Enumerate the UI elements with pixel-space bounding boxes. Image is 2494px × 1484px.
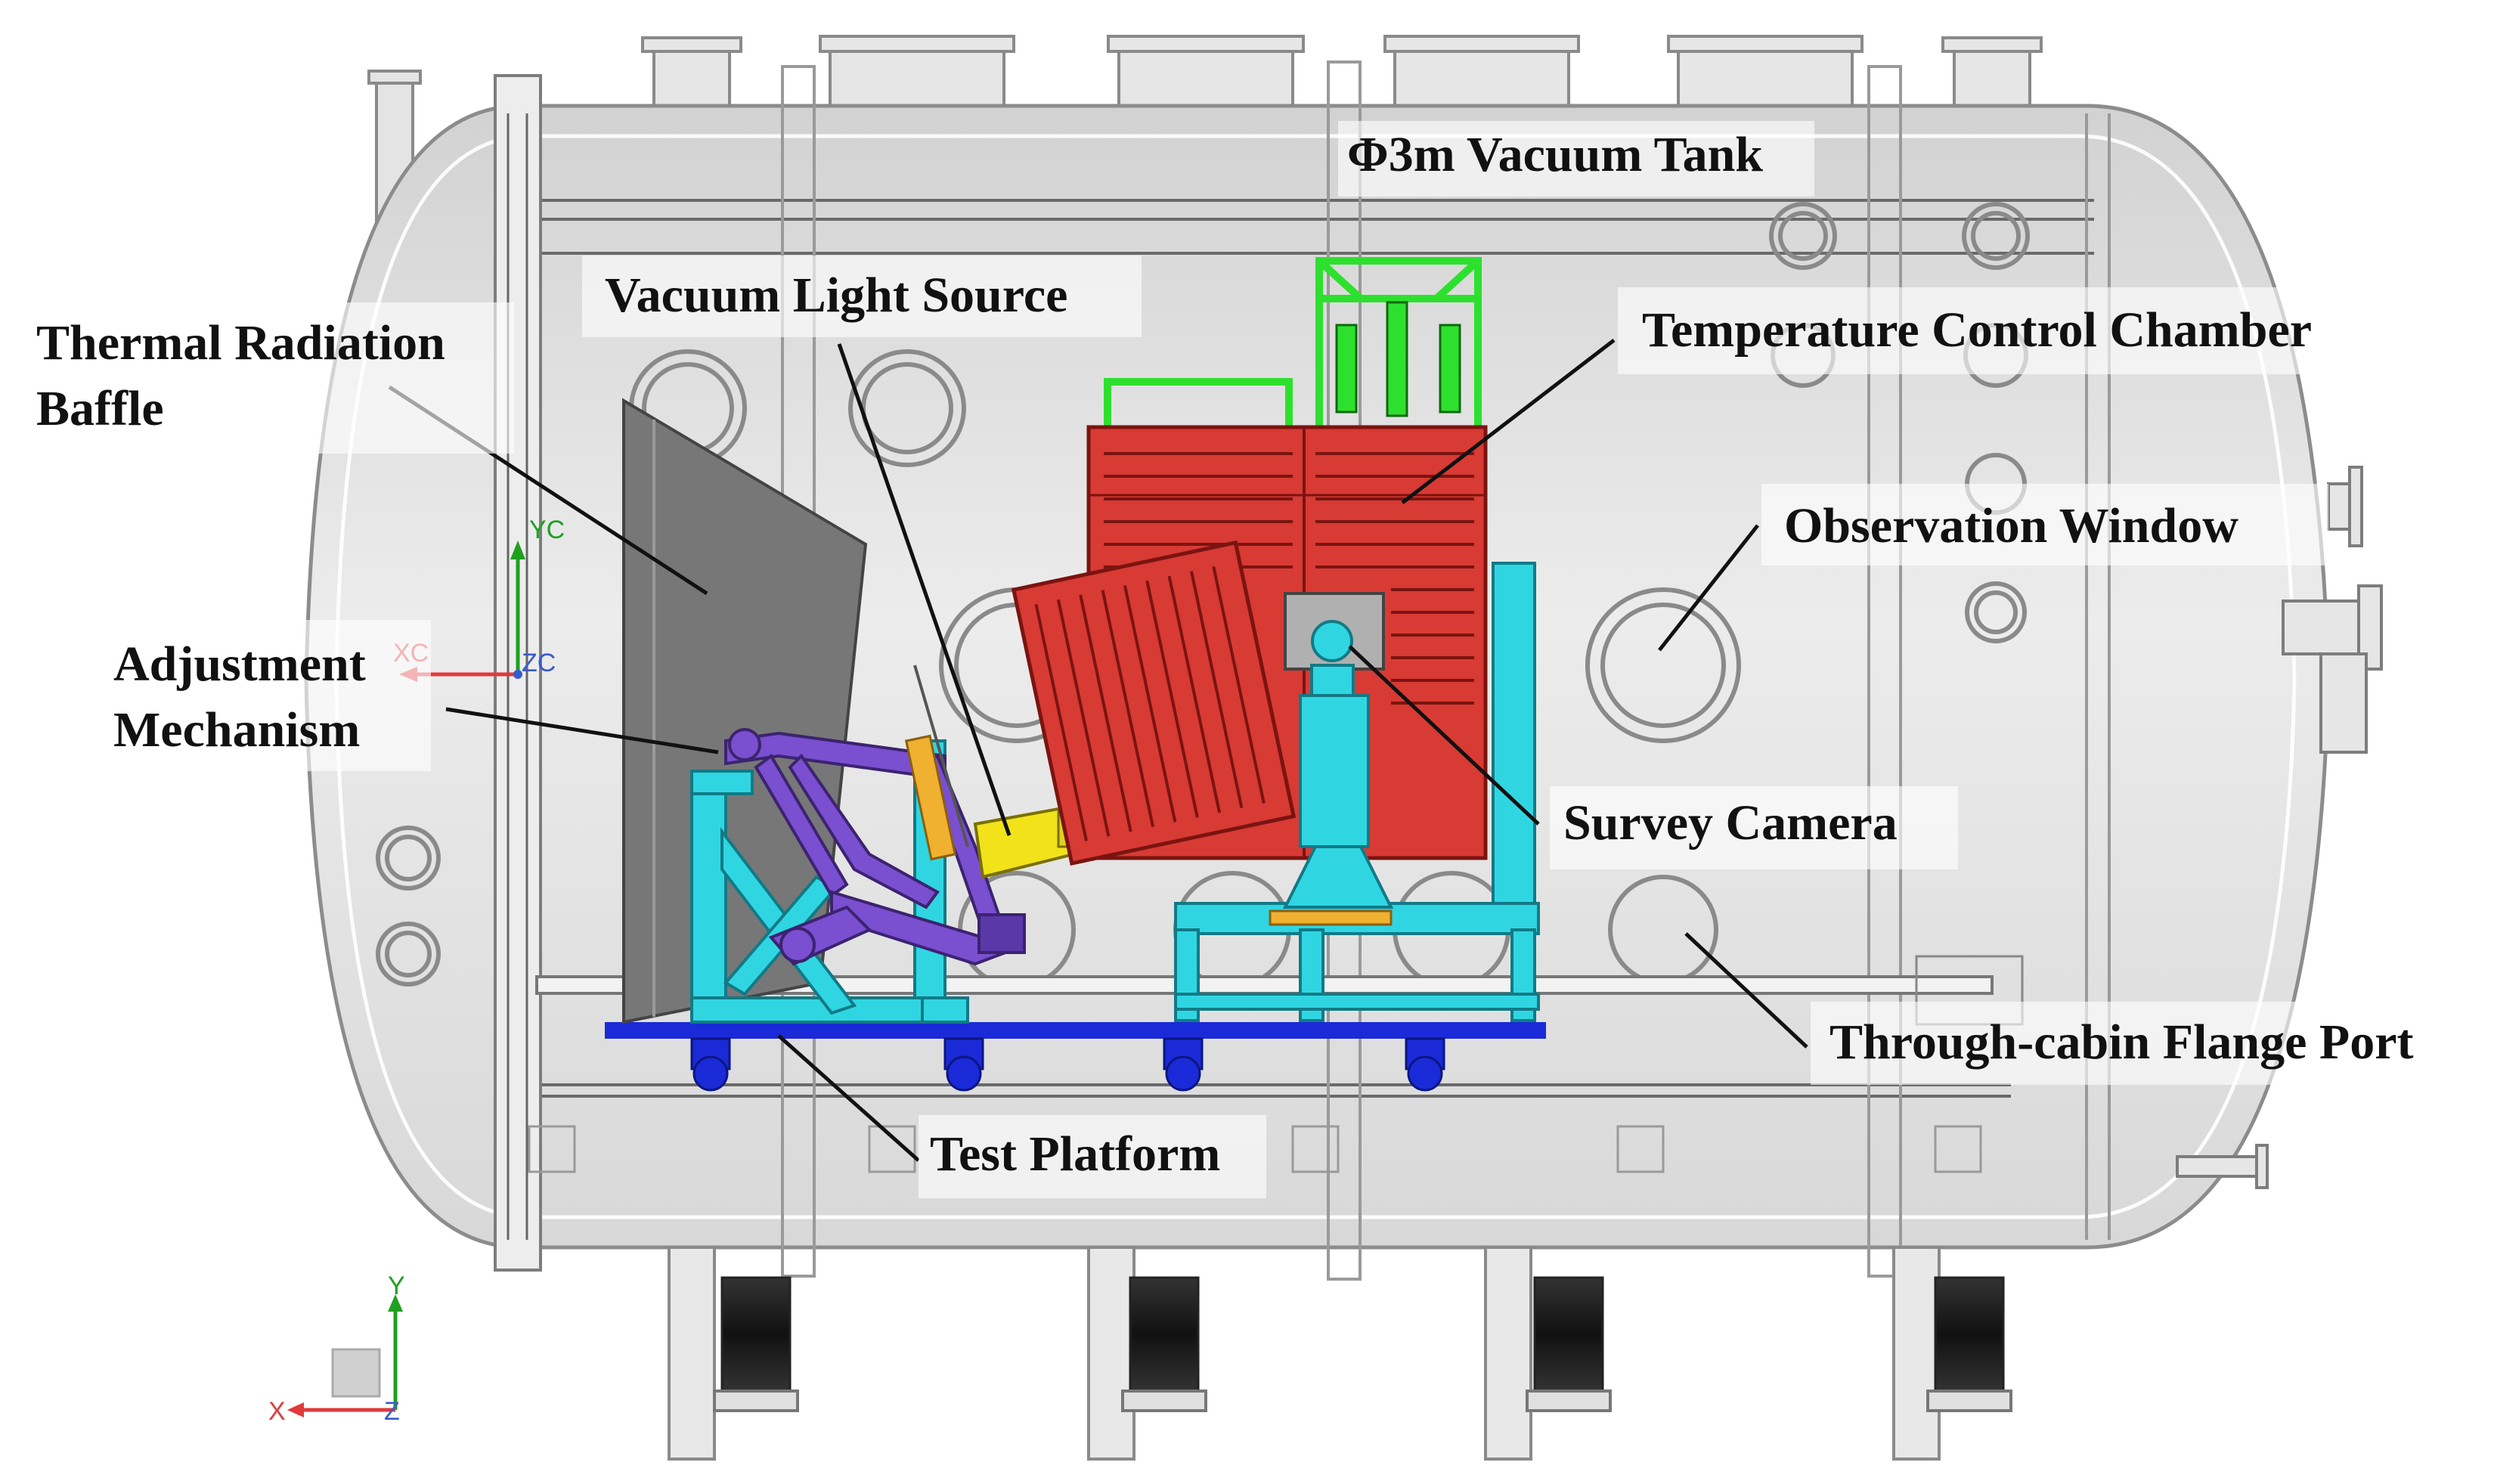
label-vacuum-light-source: Vacuum Light Source	[605, 268, 1067, 323]
label-vacuum-tank: Φ3m Vacuum Tank	[1347, 127, 1763, 182]
bottom-supports	[668, 1246, 2012, 1461]
world-z-label: Z	[384, 1397, 400, 1426]
top-ports	[641, 35, 2043, 110]
label-observation-window: Observation Window	[1784, 498, 2238, 553]
survey-camera	[1311, 620, 1353, 662]
label-thermal-radiation-baffle-line1: Thermal Radiation	[36, 315, 445, 370]
leader-lines	[388, 339, 1808, 1162]
local-y-label: YC	[529, 516, 565, 544]
test-platform-plate	[605, 1022, 1546, 1039]
temperature-control-chamber	[1011, 257, 1540, 1022]
label-adjustment-mechanism-line1: Adjustment	[113, 637, 366, 692]
label-test-platform: Test Platform	[930, 1126, 1220, 1182]
label-survey-camera: Survey Camera	[1563, 795, 1898, 850]
label-through-cabin-flange-port: Through-cabin Flange Port	[1829, 1015, 2414, 1070]
test-platform-assembly	[535, 955, 2024, 1092]
world-y-label: Y	[388, 1272, 405, 1300]
label-temperature-control-chamber: Temperature Control Chamber	[1642, 302, 2312, 358]
label-backgrounds	[23, 121, 2476, 1198]
labels: Φ3m Vacuum Tank Vacuum Light Source Ther…	[36, 127, 2414, 1182]
local-z-label: ZC	[522, 649, 556, 677]
world-x-label: X	[268, 1397, 286, 1426]
world-coordinate-triad: Y X Z	[268, 1272, 405, 1426]
label-adjustment-mechanism-line2: Mechanism	[113, 702, 360, 757]
label-thermal-radiation-baffle-line2: Baffle	[36, 381, 164, 436]
